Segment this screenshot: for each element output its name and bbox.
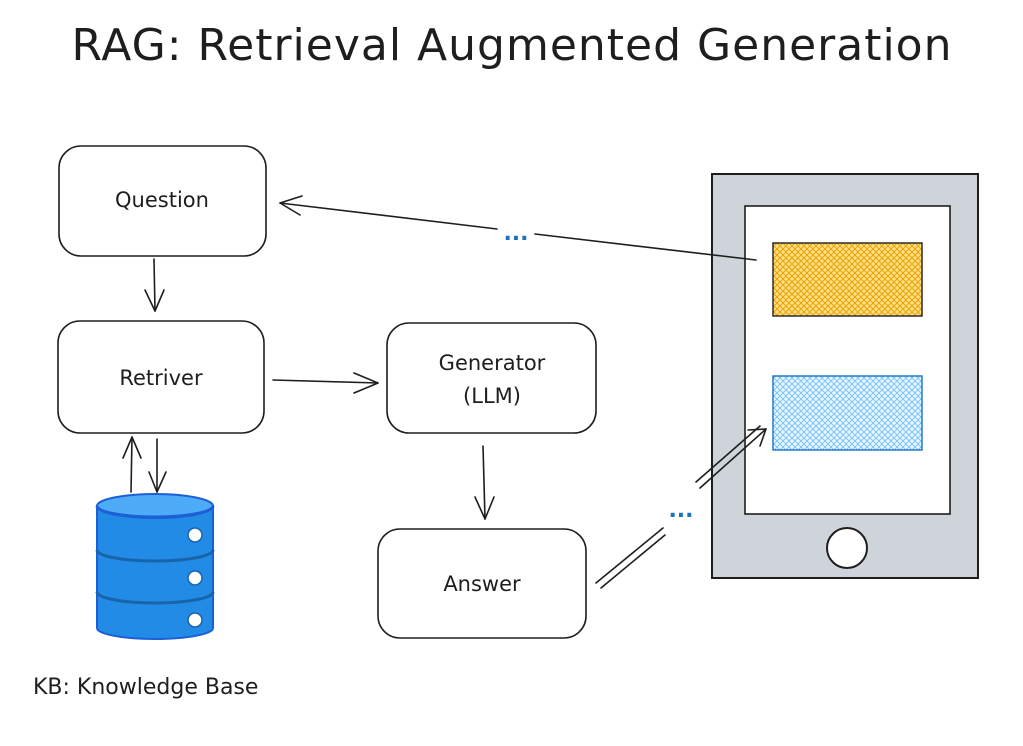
question-label: Question [115, 188, 209, 212]
question-node: Question [58, 145, 267, 257]
generator-label-line2: (LLM) [463, 384, 521, 408]
answer-label: Answer [443, 572, 521, 596]
arrow-answer-to-phone [595, 425, 767, 589]
phone-home-button [826, 527, 868, 569]
database-icon [95, 493, 215, 640]
arrow-question-to-retriever [144, 258, 165, 312]
arrow-phone-to-question [279, 195, 757, 261]
arrow-retriever-to-generator [272, 372, 379, 394]
phone-blue-panel [772, 375, 923, 451]
arrow-generator-to-answer [474, 445, 495, 520]
kb-caption: KB: Knowledge Base [33, 675, 258, 700]
retriever-node: Retriver [57, 320, 265, 434]
generator-label-line1: Generator [439, 351, 546, 375]
connector-dots-bottom: ... [668, 498, 693, 523]
connector-dots-top: ... [503, 221, 528, 246]
arrow-kb-to-retriever [122, 436, 142, 493]
retriever-label: Retriver [119, 366, 203, 390]
answer-node: Answer [377, 528, 587, 639]
phone-device [711, 173, 979, 579]
phone-orange-panel [772, 242, 923, 317]
diagram-title: RAG: Retrieval Augmented Generation [72, 20, 953, 71]
generator-node: Generator (LLM) [386, 322, 597, 434]
arrow-retriever-to-kb [148, 438, 167, 493]
